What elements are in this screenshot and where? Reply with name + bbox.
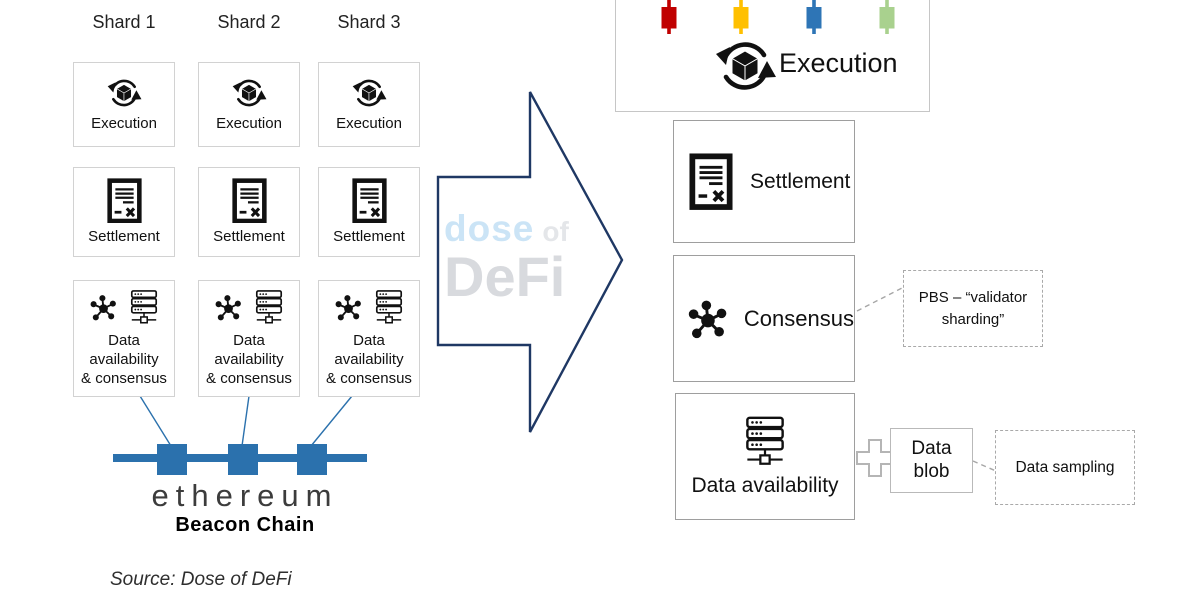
data-icons-row	[212, 289, 287, 326]
data-blob-text: Data blob	[911, 437, 952, 482]
settlement-label: Settlement	[213, 228, 285, 246]
shard1-execution-box: Execution	[73, 62, 175, 147]
execution-label: Execution	[91, 115, 157, 133]
consensus-network-icon	[90, 294, 116, 321]
beacon-chain	[113, 444, 367, 475]
candlestick-icon	[733, 0, 749, 34]
shard-beacon-connectors	[139, 395, 353, 447]
shard3-data-box: Data availability & consensus	[318, 280, 420, 397]
candlestick-icon	[806, 0, 822, 34]
shard-2-label: Shard 2	[217, 12, 281, 32]
shard-3-label: Shard 3	[337, 12, 401, 32]
consensus-label: Consensus	[743, 305, 854, 331]
data-icons-row	[87, 289, 162, 326]
consensus-network-icon	[335, 294, 361, 321]
shard1-data-box: Data availability & consensus	[73, 280, 175, 397]
execution-cycle-icon	[232, 80, 267, 107]
settlement-document-icon	[351, 177, 387, 223]
beacon-block	[297, 444, 327, 475]
consensus-box: Consensus	[673, 255, 855, 382]
rollups-execution-box: Execution	[615, 0, 930, 112]
data-sampling-text: Data sampling	[1015, 458, 1115, 476]
plus-icon	[856, 439, 894, 477]
data-availability-label: Data availability	[691, 474, 839, 498]
settlement-box: Settlement	[673, 120, 855, 243]
data-server-icon	[746, 416, 784, 465]
source-attribution: Source: Dose of DeFi	[110, 569, 292, 590]
dashed-connectors	[856, 286, 997, 472]
data-availability-consensus-label: Data availability & consensus	[326, 331, 412, 388]
execution-label: Execution	[779, 48, 898, 78]
candlestick-icon	[879, 0, 895, 34]
execution-label: Execution	[336, 115, 402, 133]
shard1-settlement-box: Settlement	[73, 167, 175, 257]
shard3-execution-box: Execution	[318, 62, 420, 147]
execution-cycle-icon	[352, 80, 387, 107]
data-icons-row	[332, 289, 407, 326]
ethereum-wordmark: ethereum	[151, 478, 339, 513]
shard2-execution-box: Execution	[198, 62, 300, 147]
shard2-settlement-box: Settlement	[198, 167, 300, 257]
data-server-icon	[130, 289, 157, 324]
settlement-document-icon	[231, 177, 267, 223]
shard2-data-box: Data availability & consensus	[198, 280, 300, 397]
shard-1-label: Shard 1	[92, 12, 156, 32]
beacon-block	[157, 444, 187, 475]
data-sampling-box: Data sampling	[995, 430, 1135, 505]
settlement-label: Settlement	[750, 169, 851, 193]
data-availability-consensus-label: Data availability & consensus	[81, 331, 167, 388]
consensus-network-icon	[215, 294, 241, 321]
transition-arrow	[436, 91, 624, 433]
shard3-settlement-box: Settlement	[318, 167, 420, 257]
candlestick-icon	[661, 0, 677, 34]
pbs-note-text: PBS – “validator sharding”	[918, 288, 1028, 328]
data-availability-consensus-label: Data availability & consensus	[206, 331, 292, 388]
settlement-label: Settlement	[333, 228, 405, 246]
data-blob-box: Data blob	[890, 428, 973, 493]
rollup-candles	[661, 0, 895, 34]
settlement-label: Settlement	[88, 228, 160, 246]
execution-cycle-icon	[716, 42, 776, 90]
settlement-document-icon	[106, 177, 142, 223]
beacon-chain-label: Beacon Chain	[175, 514, 315, 536]
settlement-document-icon	[689, 153, 733, 210]
data-server-icon	[375, 289, 402, 324]
data-server-icon	[255, 289, 282, 324]
data-availability-box: Data availability	[675, 393, 855, 520]
execution-cycle-icon	[107, 80, 142, 107]
execution-label: Execution	[216, 115, 282, 133]
consensus-network-icon	[688, 300, 727, 338]
beacon-block	[228, 444, 258, 475]
pbs-note-box: PBS – “validator sharding”	[903, 270, 1043, 347]
